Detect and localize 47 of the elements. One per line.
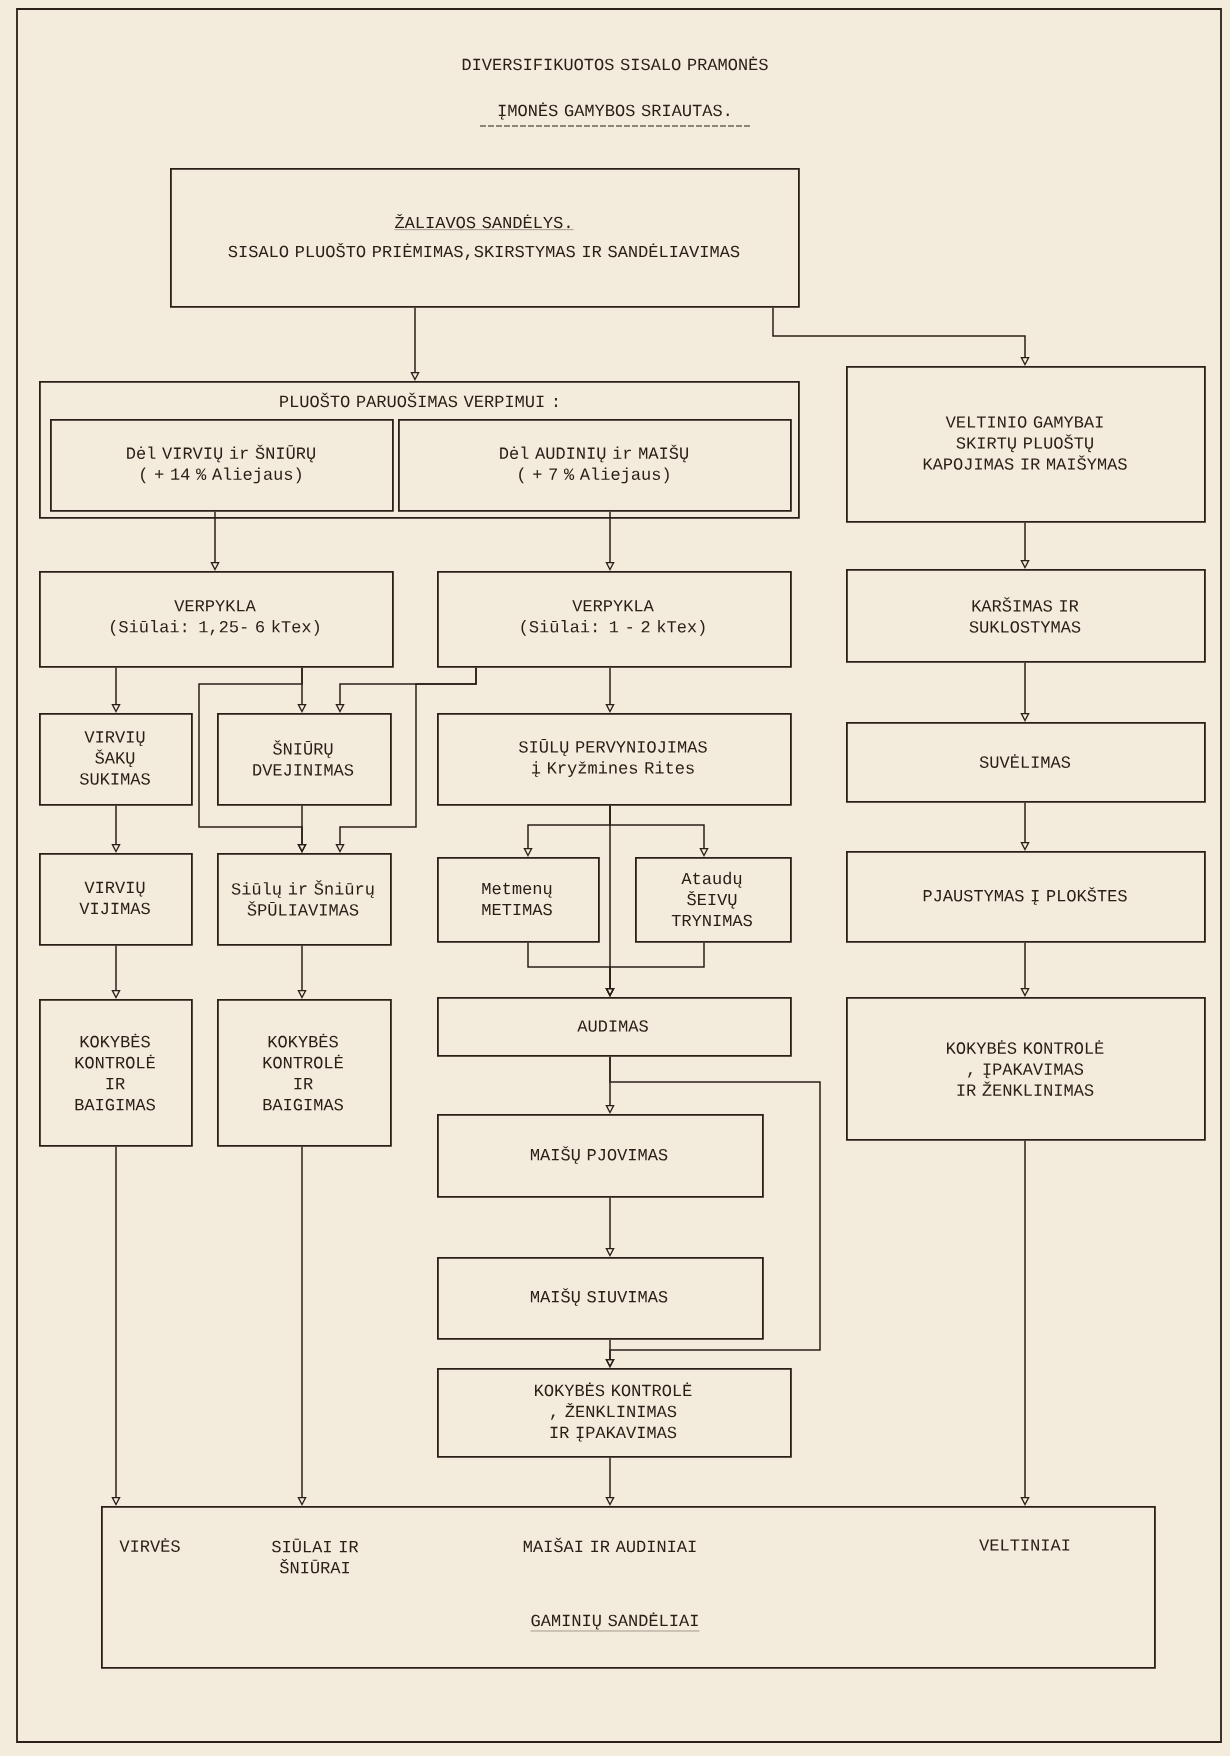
- process-box: SIŪLŲ PERVYNIOJIMAS į Kryžmines Rites: [437, 713, 792, 806]
- process-box: MAIŠŲ SIUVIMAS: [437, 1257, 764, 1340]
- arrow: [1020, 802, 1030, 851]
- process-box: Siūlų ir Šniūrų ŠPŪLIAVIMAS: [217, 853, 392, 946]
- process-box: MAIŠŲ PJOVIMAS: [437, 1114, 764, 1198]
- arrow: [772, 307, 1030, 366]
- arrow: [1020, 1140, 1030, 1506]
- arrow: [605, 942, 705, 997]
- process-box: Dėl VIRVIŲ ir ŠNIŪRŲ ( + 14 % Aliejaus): [50, 419, 394, 512]
- arrow: [297, 945, 307, 999]
- arrow: [1020, 522, 1030, 569]
- arrow: [297, 805, 307, 853]
- arrow: [605, 667, 615, 713]
- arrow: [605, 1457, 615, 1506]
- process-box: Ataudų ŠEIVŲ TRYNIMAS: [635, 857, 792, 943]
- process-box: AUDIMAS: [437, 997, 792, 1057]
- arrow: [605, 511, 615, 571]
- arrow: [605, 1339, 615, 1368]
- arrow: [1020, 942, 1030, 997]
- process-box: VERPYKLA (Siūlai: 1,25- 6 kTex): [39, 571, 394, 668]
- arrow: [335, 667, 477, 853]
- title: DIVERSIFIKUOTOS SISALO PRAMONĖS ĮMONĖS GAMYBOS SRIAUTAS.: [462, 56, 768, 127]
- arrow: [111, 1146, 121, 1506]
- process-box: KOKYBĖS KONTROLĖ IR BAIGIMAS: [217, 999, 392, 1147]
- process-box: KARŠIMAS IR SUKLOSTYMAS: [846, 569, 1206, 663]
- arrow: [297, 1146, 307, 1506]
- arrow: [1020, 662, 1030, 722]
- process-box: VIRVIŲ ŠAKŲ SUKIMAS: [39, 713, 193, 806]
- process-box: Dėl AUDINIŲ ir MAIŠŲ ( + 7 % Aliejaus): [398, 419, 792, 512]
- process-box: PJAUSTYMAS Į PLOKŠTES: [846, 851, 1206, 943]
- process-box: VELTINIO GAMYBAI SKIRTŲ PLUOŠTŲ KAPOJIMAS IR MAIŠYMAS: [846, 366, 1206, 523]
- process-box: VERPYKLA (Siūlai: 1 - 2 kTex): [437, 571, 792, 668]
- arrow: [605, 1197, 615, 1257]
- process-box: VIRVIŲ VIJIMAS: [39, 853, 193, 946]
- arrow: [111, 805, 121, 853]
- process-box: ŽALIAVOS SANDĖLYS. SISALO PLUOŠTO PRIĖMIMAS,SKIRSTYMAS IR SANDĖLIAVIMAS: [170, 168, 800, 308]
- process-box: KOKYBĖS KONTROLĖ , ŽENKLINIMAS IR ĮPAKAVIMAS: [437, 1368, 792, 1458]
- arrow: [210, 511, 220, 571]
- arrow: [111, 667, 121, 713]
- process-box: KOKYBĖS KONTROLĖ IR BAIGIMAS: [39, 999, 193, 1147]
- arrow: [111, 945, 121, 999]
- storage-box: VIRVĖS SIŪLAI IR ŠNIŪRAI MAIŠAI IR AUDINIAI VELTINIAI GAMINIŲ SANDĖLIAI: [101, 1506, 1156, 1669]
- process-box: ŠNIŪRŲ DVEJINIMAS: [217, 713, 392, 806]
- process-box: Metmenų METIMAS: [437, 857, 600, 943]
- arrow: [410, 307, 420, 381]
- process-box: SUVĖLIMAS: [846, 722, 1206, 803]
- process-box: KOKYBĖS KONTROLĖ , ĮPAKAVIMAS IR ŽENKLINIMAS: [846, 997, 1206, 1141]
